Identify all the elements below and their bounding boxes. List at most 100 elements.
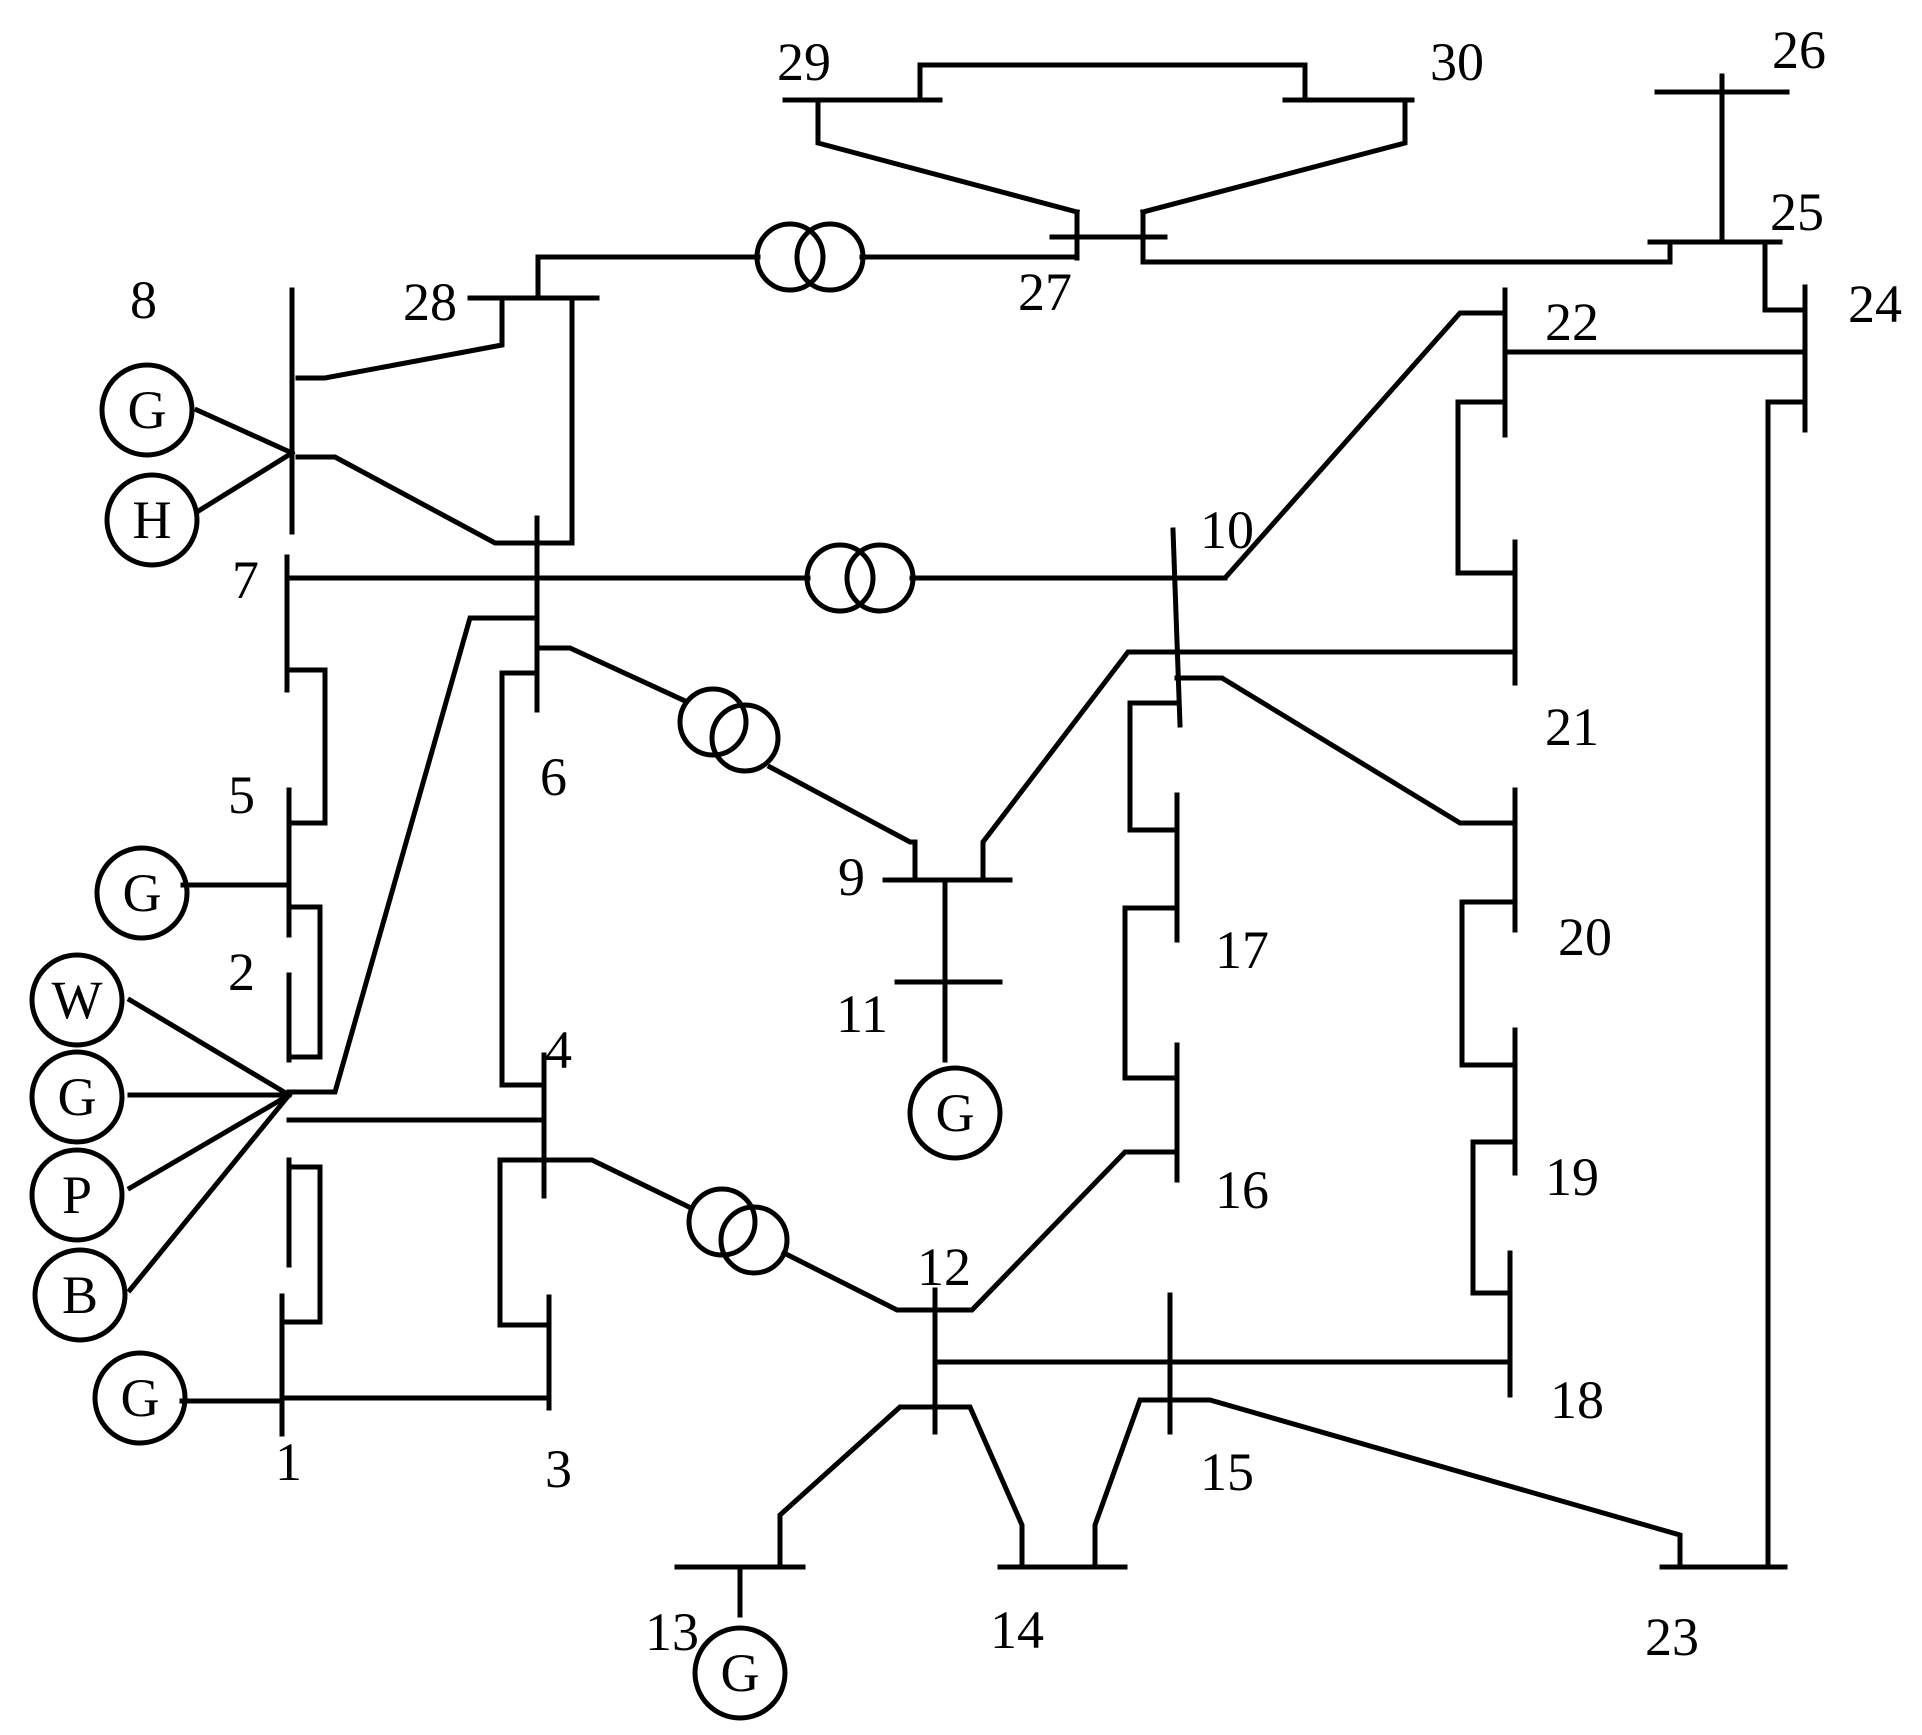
- bus-label-9: 9: [838, 847, 865, 907]
- bus-labels: 1 2 3 4 5 6 7 8 9 10 11 12 13 14 15 16 1…: [130, 20, 1902, 1667]
- line-3-4: [497, 1157, 552, 1328]
- line-9-10: [980, 649, 1180, 883]
- transformer-coil: [844, 542, 916, 614]
- line-2-6: [286, 615, 540, 1095]
- transmission-lines: [279, 62, 1808, 1618]
- pv-label: P: [62, 1165, 92, 1225]
- bus-bar-10: [1170, 527, 1183, 728]
- generator-bus-5: G: [29, 1049, 125, 1145]
- line-24-25: [1762, 239, 1808, 313]
- pv-connector: [126, 1091, 293, 1192]
- bus-label-6: 6: [540, 747, 567, 807]
- line-10-17: [1127, 700, 1180, 833]
- bus-label-12: 12: [917, 1237, 971, 1297]
- source-symbols: G H G W G P B G: [29, 362, 1003, 1721]
- bus-label-26: 26: [1772, 20, 1826, 80]
- generator-bus-1: G: [92, 1350, 188, 1446]
- line-4-12: [541, 1157, 693, 1211]
- bus-label-22: 22: [1545, 292, 1599, 352]
- bus-label-13: 13: [645, 1602, 699, 1662]
- wind-connector: [126, 996, 293, 1099]
- hydro-bus-8: H: [104, 472, 200, 568]
- line-4-6: [499, 670, 547, 1088]
- bus-label-15: 15: [1200, 1442, 1254, 1502]
- line-6-28: [534, 295, 575, 546]
- transformers: [677, 221, 916, 1276]
- transformer-6-10: [804, 542, 916, 614]
- bus-label-4: 4: [545, 1020, 572, 1080]
- battery-bus-5: B: [32, 1247, 128, 1343]
- line-15-23: [1167, 1397, 1683, 1570]
- line-29-30: [917, 62, 1308, 103]
- bus-label-18: 18: [1550, 1370, 1604, 1430]
- bus-label-16: 16: [1215, 1160, 1269, 1220]
- generator-bus-2: G: [94, 845, 190, 941]
- line-16-17: [1122, 905, 1180, 1081]
- battery-label: B: [62, 1265, 98, 1325]
- transformer-coil: [718, 1204, 790, 1276]
- generator-label: G: [58, 1067, 97, 1127]
- wind-bus-5: W: [29, 952, 125, 1048]
- transformer-coil: [794, 221, 866, 293]
- line-25-27: [1140, 239, 1673, 265]
- battery-icon: [32, 1247, 128, 1343]
- bus-label-25: 25: [1770, 182, 1824, 242]
- gen-8-connector: [193, 406, 296, 457]
- line-10-22: [1174, 310, 1508, 581]
- line-27-30: [1139, 97, 1408, 216]
- bus-label-27: 27: [1018, 262, 1072, 322]
- generator-bus-13: G: [692, 1625, 788, 1721]
- bus-label-10: 10: [1200, 500, 1254, 560]
- transformer-6-9: [677, 686, 781, 774]
- generator-icon: [94, 845, 190, 941]
- bus-label-23: 23: [1645, 1607, 1699, 1667]
- transformer-coil: [677, 686, 749, 758]
- bus-label-30: 30: [1430, 32, 1484, 92]
- hydro-icon: [104, 472, 200, 568]
- line-2-5: [286, 904, 323, 1060]
- line-12-16: [932, 1149, 1180, 1313]
- line-8-28: [295, 295, 505, 381]
- line-4-12b: [780, 1249, 938, 1313]
- hydro-label: H: [133, 490, 172, 550]
- line-19-20: [1459, 899, 1518, 1068]
- line-21-22: [1455, 399, 1518, 576]
- generator-icon: [29, 1049, 125, 1145]
- generator-bus-11: G: [907, 1065, 1003, 1161]
- wind-icon: [29, 952, 125, 1048]
- bus-label-17: 17: [1215, 920, 1269, 980]
- line-1-2: [279, 1164, 323, 1325]
- generator-label: G: [936, 1083, 975, 1143]
- transformer-coil: [804, 542, 876, 614]
- bus-label-7: 7: [232, 550, 259, 610]
- line-6-8: [295, 454, 540, 546]
- line-14-15: [1092, 1397, 1173, 1570]
- line-10-20: [1174, 675, 1518, 826]
- line-6-9b: [766, 763, 918, 883]
- generator-label: G: [121, 1368, 160, 1428]
- line-12-13: [777, 1404, 938, 1570]
- line-27-28a: [535, 254, 761, 301]
- bus-label-1: 1: [275, 1432, 302, 1492]
- bus-label-19: 19: [1545, 1147, 1599, 1207]
- pv-bus-5: P: [29, 1147, 125, 1243]
- bus-label-5: 5: [228, 765, 255, 825]
- bus-label-8: 8: [130, 270, 157, 330]
- generator-icon: [99, 362, 195, 458]
- battery-connector: [126, 1091, 293, 1294]
- bus-label-2: 2: [228, 942, 255, 1002]
- line-5-7: [286, 667, 328, 826]
- generator-bus-8: G: [99, 362, 195, 458]
- bus-label-28: 28: [403, 272, 457, 332]
- source-connections: [126, 406, 296, 1404]
- transformer-27-28: [754, 221, 866, 293]
- line-27-29: [815, 97, 1081, 216]
- transformer-4-12: [686, 1186, 790, 1276]
- bus-label-11: 11: [836, 984, 888, 1044]
- wind-label: W: [52, 970, 103, 1030]
- generator-label: G: [123, 863, 162, 923]
- pv-icon: [29, 1147, 125, 1243]
- bus-label-24: 24: [1848, 274, 1902, 334]
- generator-icon: [692, 1625, 788, 1721]
